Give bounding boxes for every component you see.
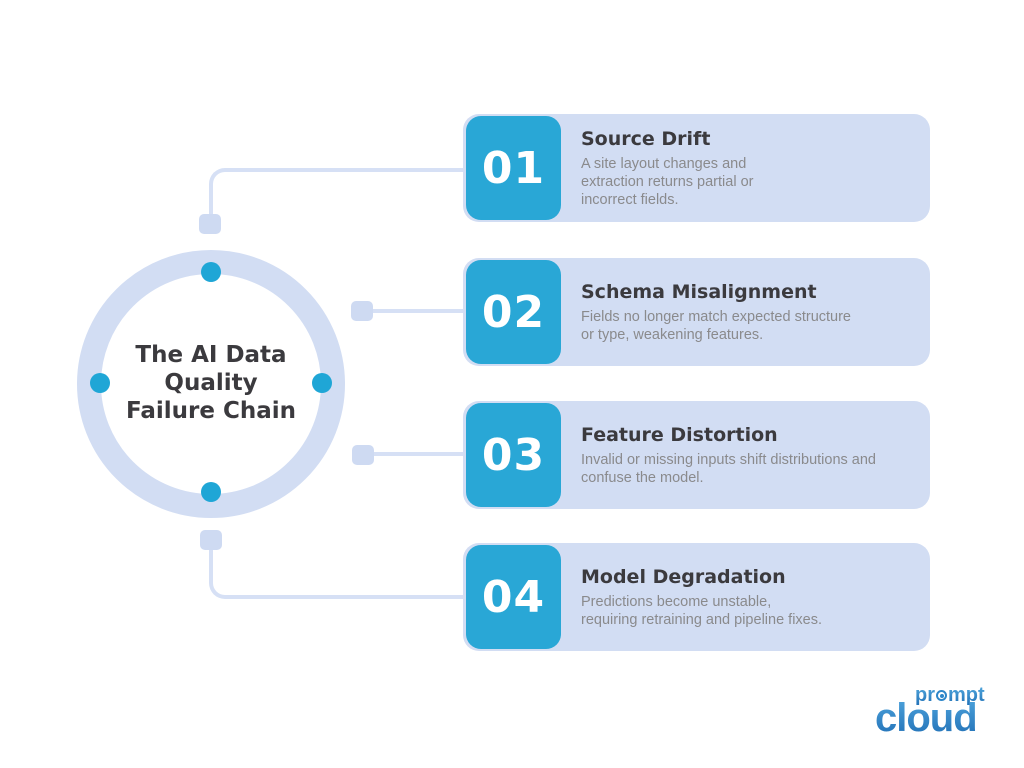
step-description: Invalid or missing inputs shift distribu… — [581, 451, 876, 486]
step-card-feature-distortion: 03 Feature Distortion Invalid or missing… — [463, 401, 930, 509]
logo-word-cloud: cloud — [875, 696, 978, 740]
step-title: Feature Distortion — [581, 423, 778, 446]
step-number: 04 — [481, 571, 546, 623]
step-description: Fields no longer match expected structur… — [581, 308, 851, 343]
step-card-source-drift: 01 Source Drift A site layout changes an… — [463, 114, 930, 222]
hub-dot-left — [90, 373, 110, 393]
step-number-badge: 04 — [466, 545, 561, 649]
step-description: Predictions become unstable, requiring r… — [581, 593, 823, 628]
step-number: 01 — [481, 142, 546, 194]
connector-node-step3 — [352, 445, 374, 465]
step-number: 02 — [481, 286, 546, 338]
title-line-1: The AI Data — [135, 342, 287, 368]
connector-line-step2 — [371, 309, 463, 313]
step-number-badge: 02 — [466, 260, 561, 364]
connector-node-step1 — [199, 214, 221, 234]
step-title: Source Drift — [581, 127, 711, 150]
connector-line-step4 — [209, 550, 463, 599]
logo-word-prompt: pr mpt — [915, 684, 985, 707]
step-title: Schema Misalignment — [581, 280, 817, 303]
step-text: Schema Misalignment Fields no longer mat… — [581, 258, 916, 366]
step-text: Source Drift A site layout changes and e… — [581, 114, 916, 222]
step-number-badge: 01 — [466, 116, 561, 220]
title-line-3: Failure Chain — [125, 398, 296, 424]
target-icon — [936, 690, 947, 701]
step-title: Model Degradation — [581, 565, 786, 588]
cloud-icon — [975, 707, 997, 721]
connector-line-step3 — [372, 452, 463, 456]
connector-node-step4 — [200, 530, 222, 550]
hub-dot-right — [312, 373, 332, 393]
promptcloud-logo: pr mpt cloud — [875, 680, 1000, 742]
step-text: Feature Distortion Invalid or missing in… — [581, 401, 916, 509]
step-card-schema-misalignment: 02 Schema Misalignment Fields no longer … — [463, 258, 930, 366]
step-number-badge: 03 — [466, 403, 561, 507]
connector-line-step1 — [209, 168, 463, 218]
hub-dot-top — [201, 262, 221, 282]
step-description: A site layout changes and extraction ret… — [581, 155, 754, 208]
connector-node-step2 — [351, 301, 373, 321]
step-number: 03 — [481, 429, 546, 481]
hub-dot-bottom — [201, 482, 221, 502]
infographic-title: The AI Data Quality Failure Chain — [71, 341, 351, 425]
title-line-2: Quality — [164, 370, 258, 396]
step-text: Model Degradation Predictions become uns… — [581, 543, 916, 651]
step-card-model-degradation: 04 Model Degradation Predictions become … — [463, 543, 930, 651]
